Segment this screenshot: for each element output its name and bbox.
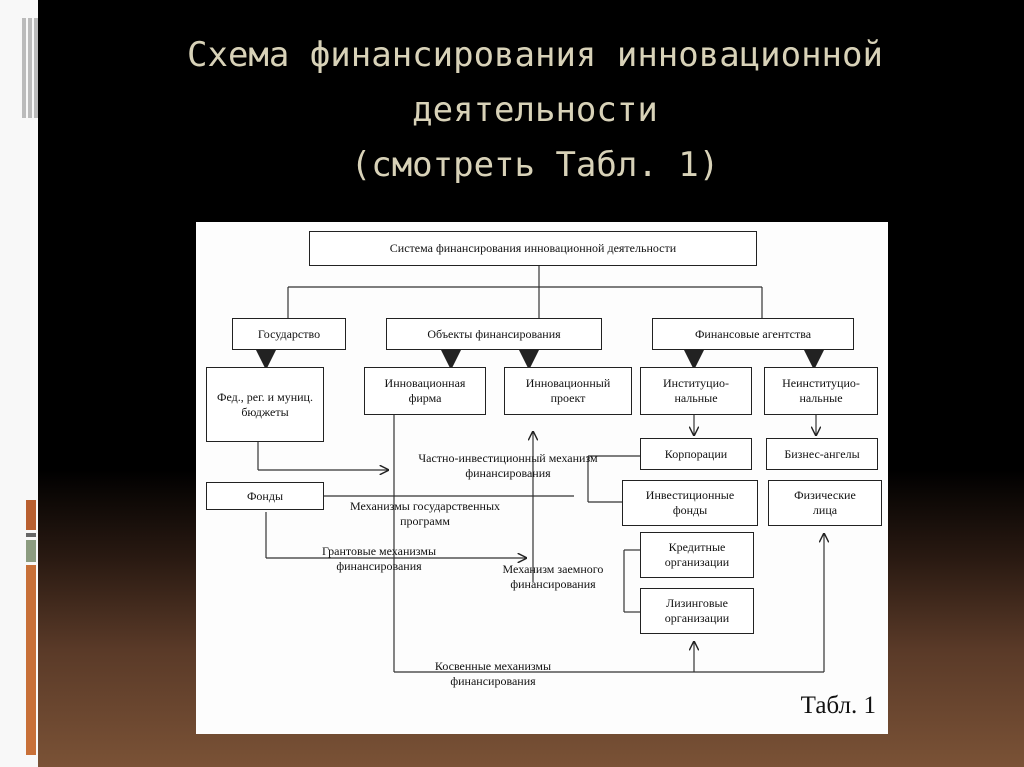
title-line-3: (смотреть Табл. 1)	[350, 145, 720, 185]
state-box: Государство	[232, 318, 346, 350]
financing-objects-box: Объекты финансирования	[386, 318, 602, 350]
institutional-box: Институцио-нальные	[640, 367, 752, 415]
financial-agencies-box: Финансовые агентства	[652, 318, 854, 350]
credit-organizations-box: Кредитные организации	[640, 532, 754, 578]
title-line-1: Схема финансирования инновационной	[187, 35, 883, 75]
business-angels-box: Бизнес-ангелы	[766, 438, 878, 470]
title-line-2: деятельности	[412, 90, 658, 130]
individuals-box: Физические лица	[768, 480, 882, 526]
indirect-mechanism-label: Косвенные механизмы финансирования	[434, 659, 552, 688]
slide-title: Схема финансирования инновационной деяте…	[60, 28, 1010, 193]
innovative-firm-box: Инновационная фирма	[364, 367, 486, 415]
investment-funds-box: Инвестиционные фонды	[622, 480, 758, 526]
loan-mechanism-label: Механизм заемного финансирования	[502, 562, 604, 591]
corporations-box: Корпорации	[640, 438, 752, 470]
noninstitutional-box: Неинституцио-нальные	[764, 367, 878, 415]
budgets-box: Фед., рег. и муниц. бюджеты	[206, 367, 324, 442]
funds-box: Фонды	[206, 482, 324, 510]
diagram-connectors	[254, 266, 888, 673]
innovative-project-box: Инновационный проект	[504, 367, 632, 415]
decor-stripes	[0, 0, 38, 767]
table-reference: Табл. 1	[800, 692, 876, 719]
leasing-organizations-box: Лизинговые организации	[640, 588, 754, 634]
state-programs-mechanism-label: Механизмы государственных программ	[349, 499, 501, 528]
financing-diagram: Система финансирования инновационной дея…	[196, 222, 888, 734]
private-investment-mechanism-label: Частно-инвестиционный механизм финансиро…	[418, 451, 598, 480]
top-system-box: Система финансирования инновационной дея…	[309, 231, 757, 266]
grant-mechanism-label: Грантовые механизмы финансирования	[321, 544, 437, 573]
